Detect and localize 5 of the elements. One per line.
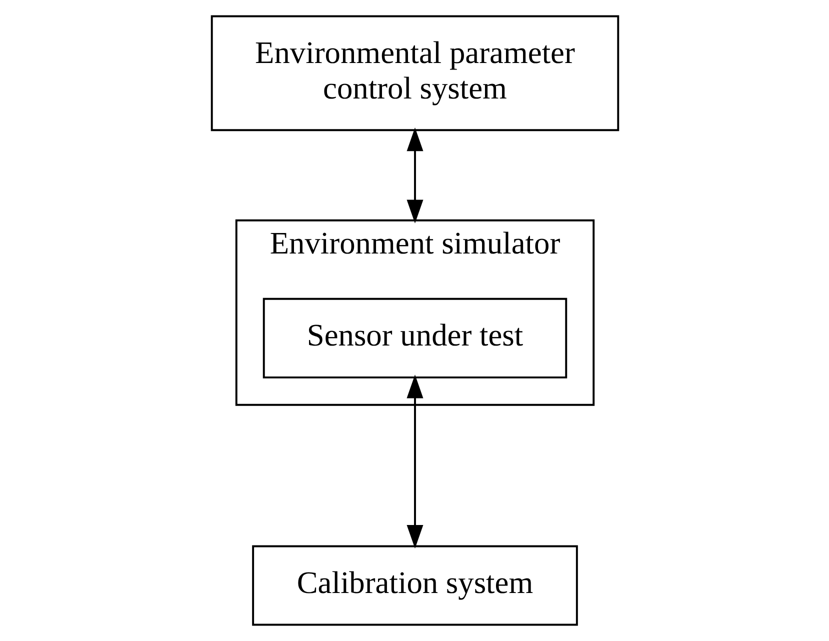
arrow [406,128,423,224]
arrow [406,374,423,549]
node-box: Environmental parameter control system [210,15,619,132]
node-box: Sensor under test [262,298,567,378]
node-box: Calibration system [252,545,578,626]
